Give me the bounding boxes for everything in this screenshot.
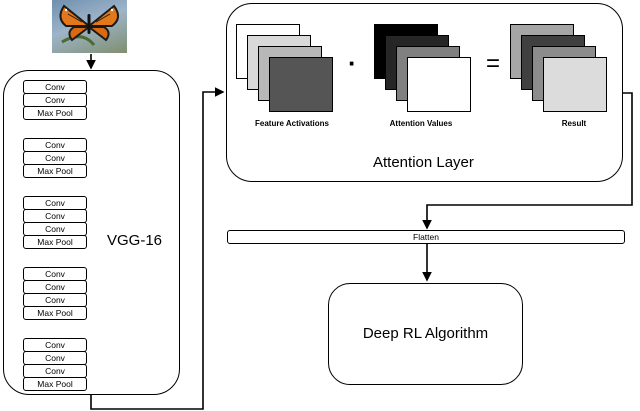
equals-symbol: =: [486, 50, 501, 77]
result-map-4: [543, 57, 607, 112]
max-pool-layer: Max Pool: [23, 164, 87, 178]
flatten-label: Flatten: [413, 232, 439, 242]
attention-map-4: [407, 57, 471, 112]
conv-layer: Conv: [23, 351, 87, 365]
max-pool-layer: Max Pool: [23, 235, 87, 249]
attention-layer-container: · = Feature Activations Attention Values…: [226, 3, 623, 182]
result-label: Result: [561, 119, 587, 128]
input-image: [52, 0, 127, 53]
attention-layer-title: Attention Layer: [373, 154, 474, 171]
dot-product-symbol: ·: [348, 48, 357, 78]
conv-layer: Conv: [23, 196, 87, 210]
vgg16-label: VGG-16: [107, 232, 163, 249]
conv-layer: Conv: [23, 80, 87, 94]
max-pool-layer: Max Pool: [23, 106, 87, 120]
conv-layer: Conv: [23, 280, 87, 294]
conv-layer: Conv: [23, 338, 87, 352]
max-pool-layer: Max Pool: [23, 306, 87, 320]
vgg-to-attention-arrow: [90, 87, 225, 410]
deep-rl-container: Deep RL Algorithm: [328, 283, 523, 385]
conv-layer: Conv: [23, 209, 87, 223]
conv-layer: Conv: [23, 222, 87, 236]
conv-layer: Conv: [23, 364, 87, 378]
feature-activations-label: Feature Activations: [255, 119, 329, 128]
conv-layer: Conv: [23, 93, 87, 107]
conv-layer: Conv: [23, 151, 87, 165]
deep-rl-label: Deep RL Algorithm: [362, 325, 489, 342]
conv-layer: Conv: [23, 138, 87, 152]
butterfly-icon: [59, 4, 119, 46]
attention-to-flatten-arrow: [422, 92, 633, 230]
attention-values-label: Attention Values: [389, 119, 453, 128]
flatten-layer: Flatten: [227, 230, 625, 244]
max-pool-layer: Max Pool: [23, 377, 87, 391]
conv-layer: Conv: [23, 293, 87, 307]
feature-map-4: [269, 57, 333, 112]
conv-layer: Conv: [23, 267, 87, 281]
